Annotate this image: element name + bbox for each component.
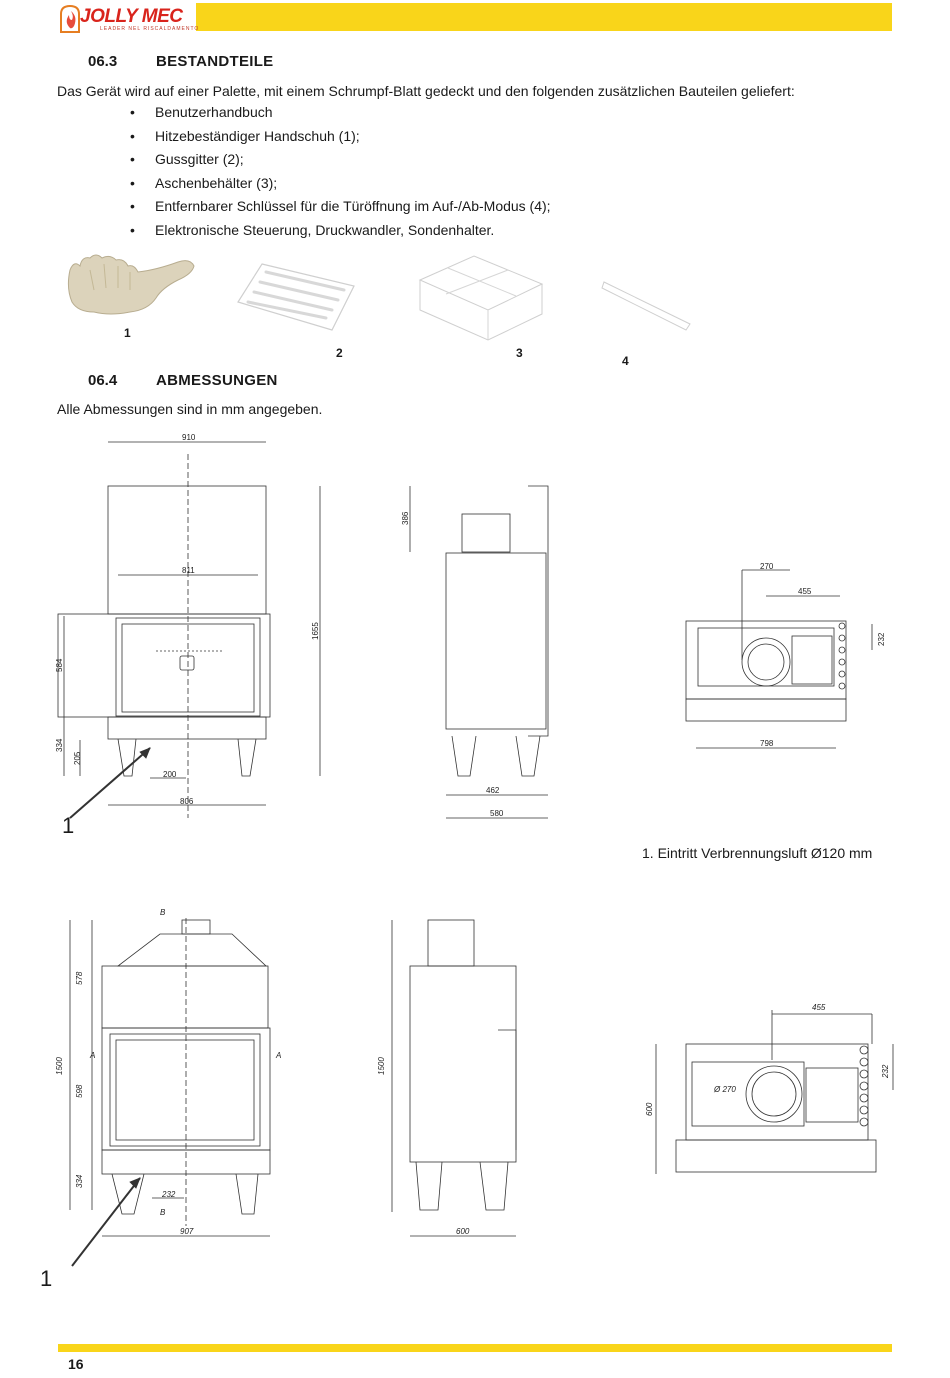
list-item: Elektronische Steuerung, Druckwandler, S… xyxy=(130,222,551,246)
footer-accent-bar xyxy=(58,1344,892,1352)
jolly-mec-logo: JOLLY MEC LEADER NEL RISCALDAMENTO xyxy=(58,2,198,34)
section-title-components: BESTANDTEILE xyxy=(156,53,274,70)
air-inlet-caption: 1. Eintritt Verbrennungsluft Ø120 mm xyxy=(642,845,873,861)
image-label: 3 xyxy=(516,346,523,360)
list-item: Benutzerhandbuch xyxy=(130,104,551,128)
list-item: Entfernbarer Schlüssel für die Türöffnun… xyxy=(130,198,551,222)
glove-image xyxy=(67,254,195,315)
section-number-dimensions: 06.4 xyxy=(88,372,118,389)
list-item: Aschenbehälter (3); xyxy=(130,175,551,199)
dim-top-depth: 232 xyxy=(877,632,886,646)
dimensions-intro: Alle Abmessungen sind in mm angegeben. xyxy=(57,401,323,417)
dim2-top-flue-right: 455 xyxy=(812,1003,826,1012)
dim2-top-depth-total: 600 xyxy=(645,1102,654,1116)
dim-front-inlet-offset: 200 xyxy=(163,770,177,779)
dim2-top-depth-right: 232 xyxy=(881,1064,890,1079)
section-a-left: A xyxy=(89,1051,95,1060)
components-intro: Das Gerät wird auf einer Palette, mit ei… xyxy=(57,83,795,99)
logo-wordmark: JOLLY MEC xyxy=(80,6,183,27)
dim-front-height-inlet: 205 xyxy=(73,751,82,765)
dim2-front-height-base: 334 xyxy=(75,1174,84,1188)
dim-front-width-inner: 811 xyxy=(182,566,195,575)
dim2-front-height-door: 598 xyxy=(75,1084,84,1098)
dim-top-flue-offset: 270 xyxy=(760,562,774,571)
dim2-side-height-total: 1500 xyxy=(377,1057,386,1075)
section-a-right: A xyxy=(275,1051,281,1060)
section-b-top: B xyxy=(160,908,166,917)
image-label: 1 xyxy=(124,326,131,340)
section-number-components: 06.3 xyxy=(88,53,118,70)
list-item: Hitzebeständiger Handschuh (1); xyxy=(130,128,551,152)
air-inlet-marker-2: 1 xyxy=(40,1266,53,1291)
cast-grate-image xyxy=(237,263,355,331)
dim-front-height-door: 584 xyxy=(55,658,64,672)
dim-front-width-base: 806 xyxy=(180,797,194,806)
logo-tagline: LEADER NEL RISCALDAMENTO xyxy=(100,26,200,32)
image-label: 4 xyxy=(622,354,629,368)
dim-front-width-top: 910 xyxy=(182,433,196,442)
list-item: Gussgitter (2); xyxy=(130,151,551,175)
dim-top-flue-right: 455 xyxy=(798,587,812,596)
header-accent-bar xyxy=(196,3,892,31)
image-label: 2 xyxy=(336,346,343,360)
section-b-bottom: B xyxy=(160,1208,166,1217)
dim-front-height-total: 1655 xyxy=(311,622,320,640)
dim2-front-inlet-offset: 232 xyxy=(161,1190,176,1199)
dim-side-depth-base: 462 xyxy=(486,786,500,795)
section-title-dimensions: ABMESSUNGEN xyxy=(156,372,278,389)
ash-pan-image xyxy=(418,255,544,341)
dim-top-width: 798 xyxy=(760,739,774,748)
dim-side-depth-total: 580 xyxy=(490,809,504,818)
dim-side-height-flue: 386 xyxy=(401,511,410,525)
page-number: 16 xyxy=(68,1356,84,1372)
air-inlet-marker: 1 xyxy=(62,813,75,838)
door-key-image xyxy=(601,281,691,331)
dim-front-height-base: 334 xyxy=(55,738,64,752)
dim2-side-depth: 600 xyxy=(456,1227,470,1236)
flame-logo-icon xyxy=(60,4,80,33)
dim2-front-height-total: 1500 xyxy=(55,1057,64,1075)
components-list: Benutzerhandbuch Hitzebeständiger Handsc… xyxy=(130,104,551,246)
dim2-top-flue-diameter: Ø 270 xyxy=(713,1085,736,1094)
dim2-front-width: 907 xyxy=(180,1227,194,1236)
dim2-front-height-hood: 578 xyxy=(75,971,84,985)
